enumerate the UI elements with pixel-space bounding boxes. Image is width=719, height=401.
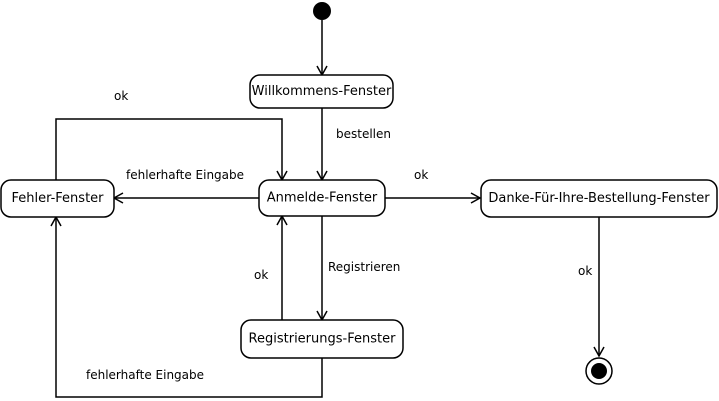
label-bestellen: bestellen xyxy=(336,127,391,141)
label-registrieren: Registrieren xyxy=(328,260,400,274)
state-registrierungs-label: Registrierungs-Fenster xyxy=(249,332,397,347)
arrowhead-final xyxy=(593,346,605,358)
label-ok-fehler-anmelde: ok xyxy=(114,89,128,103)
arrowhead-danke-left xyxy=(470,192,482,204)
label-fehlerhafte-eingabe-registrierung: fehlerhafte Eingabe xyxy=(86,368,204,382)
label-ok-registrierung-anmelde: ok xyxy=(254,268,268,282)
label-ok-danke-final: ok xyxy=(578,264,592,278)
state-registrierungs-fenster: Registrierungs-Fenster xyxy=(240,319,404,359)
state-willkommens-fenster: Willkommens-Fenster xyxy=(249,74,394,109)
state-anmelde-label: Anmelde-Fenster xyxy=(267,191,378,206)
state-anmelde-fenster: Anmelde-Fenster xyxy=(258,179,386,217)
edge-fehler-anmelde-ok xyxy=(55,118,283,180)
initial-node xyxy=(313,2,331,20)
state-danke-label: Danke-Für-Ihre-Bestellung-Fenster xyxy=(488,191,710,206)
state-willkommens-label: Willkommens-Fenster xyxy=(252,84,392,99)
edge-registrierung-fehler xyxy=(55,217,323,398)
label-fehlerhafte-eingabe-anmelde: fehlerhafte Eingabe xyxy=(126,168,244,182)
label-ok-anmelde-danke: ok xyxy=(414,168,428,182)
state-danke-fenster: Danke-Für-Ihre-Bestellung-Fenster xyxy=(480,179,718,218)
state-fehler-fenster: Fehler-Fenster xyxy=(0,179,115,218)
final-node xyxy=(585,357,613,385)
state-fehler-label: Fehler-Fenster xyxy=(11,191,104,206)
